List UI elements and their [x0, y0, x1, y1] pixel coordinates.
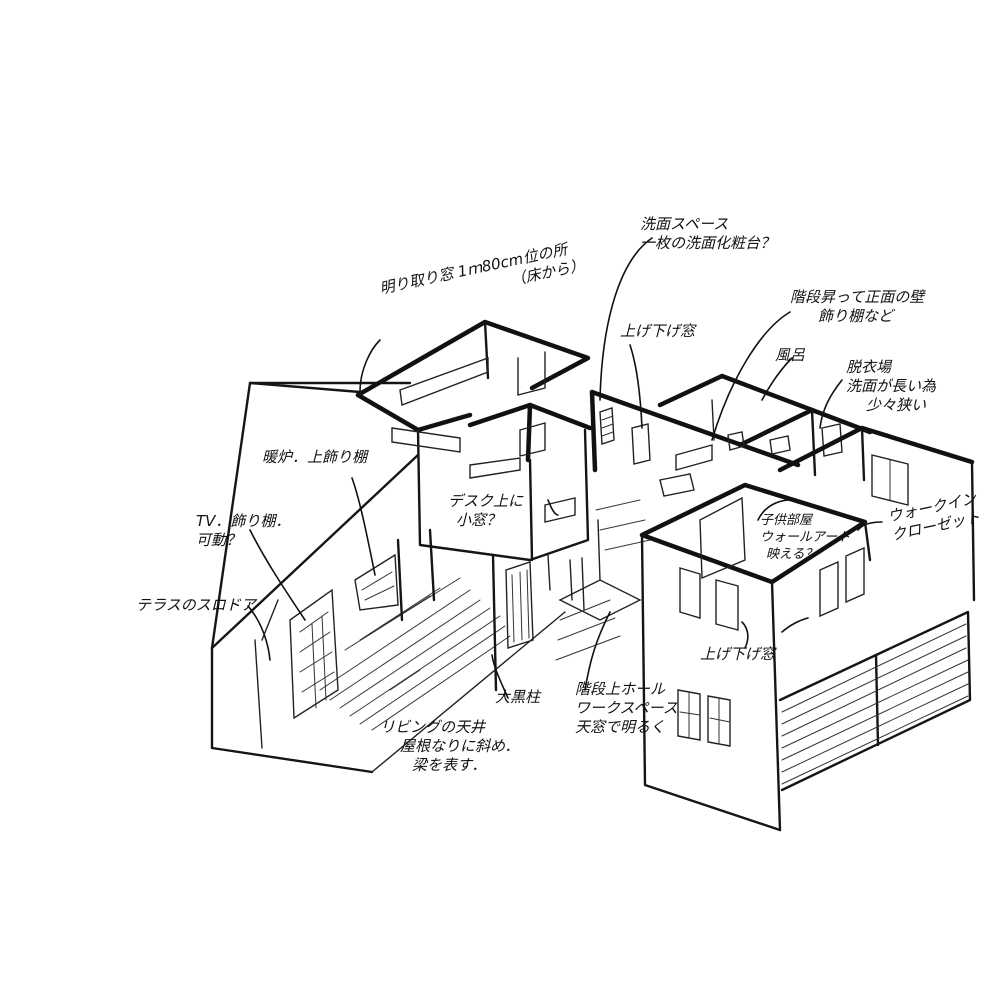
note-line: 子供部屋 — [760, 513, 813, 528]
high-window — [399, 357, 489, 406]
note-line: テラスのスロドア — [136, 596, 256, 614]
note-senmen-space: 洗面スペース 一枚の洗面化粧台？ — [640, 215, 775, 253]
note-line: 大黒柱 — [495, 688, 541, 706]
note-daikoku-pillar: 大黒柱 — [495, 688, 540, 707]
note-line: 飾り棚など — [818, 307, 894, 325]
note-line: 少々狭い — [866, 396, 927, 414]
note-line: 脱衣場 — [846, 358, 892, 376]
note-dassui: 脱衣場 洗面が長い為 少々狭い — [846, 358, 936, 415]
stair-hall — [555, 499, 651, 661]
note-living-ceiling: リビングの天井 屋根なりに斜め． 梁を表す． — [380, 718, 519, 775]
note-furo: 風呂 — [775, 346, 805, 365]
note-line: 一枚の洗面化粧台？ — [640, 234, 776, 252]
note-line: デスク上に — [448, 492, 524, 510]
note-terrace-door: テラスのスロドア — [136, 596, 256, 615]
note-line: 梁を表す． — [412, 756, 487, 774]
living-roof-volume — [210, 381, 566, 774]
note-kodomo-room: 子供部屋 ウォールアート 映える？ — [760, 512, 850, 563]
note-line: 可動？ — [196, 531, 242, 549]
note-line: 映える？ — [766, 547, 818, 562]
note-tv-shelf: TV．飾り棚． 可動？ — [196, 512, 290, 550]
garage-shutters — [778, 610, 972, 792]
upper-box-left — [355, 319, 593, 611]
note-line: 階段上ホール — [575, 680, 666, 698]
note-danro: 暖炉．上飾り棚 — [262, 448, 367, 467]
closet-volume — [777, 425, 976, 602]
note-agesage-window-2: 上げ下げ窓 — [700, 645, 775, 664]
bath-wash-volume — [589, 373, 873, 497]
note-line: リビングの天井 — [380, 718, 486, 736]
note-line: 階段昇って正面の壁 — [790, 288, 925, 306]
note-kaidan-shomen: 階段昇って正面の壁 飾り棚など — [790, 288, 924, 326]
note-line: 小窓？ — [456, 511, 502, 529]
note-line: 天窓で明るく — [575, 718, 666, 736]
living-floor — [319, 577, 511, 731]
note-line: 洗面が長い為 — [846, 377, 937, 395]
note-line: 風呂 — [775, 346, 806, 364]
note-line: ワークスペース — [575, 699, 678, 717]
note-line: 洗面スペース — [640, 215, 729, 233]
note-line: ウォールアート — [760, 530, 851, 545]
note-line: 暖炉．上飾り棚 — [262, 448, 368, 466]
leader-lines — [247, 237, 883, 699]
note-line: 上げ下げ窓 — [700, 645, 776, 663]
note-stair-hall: 階段上ホール ワークスペース 天窓で明るく — [575, 680, 678, 737]
note-line: 上げ下げ窓 — [620, 322, 696, 340]
note-line: TV．飾り棚． — [196, 512, 291, 530]
note-agesage-window-1: 上げ下げ窓 — [620, 322, 695, 341]
note-desk-window: デスク上に 小窓？ — [448, 492, 523, 530]
note-line: 屋根なりに斜め． — [400, 737, 520, 755]
front-tower — [639, 482, 872, 832]
